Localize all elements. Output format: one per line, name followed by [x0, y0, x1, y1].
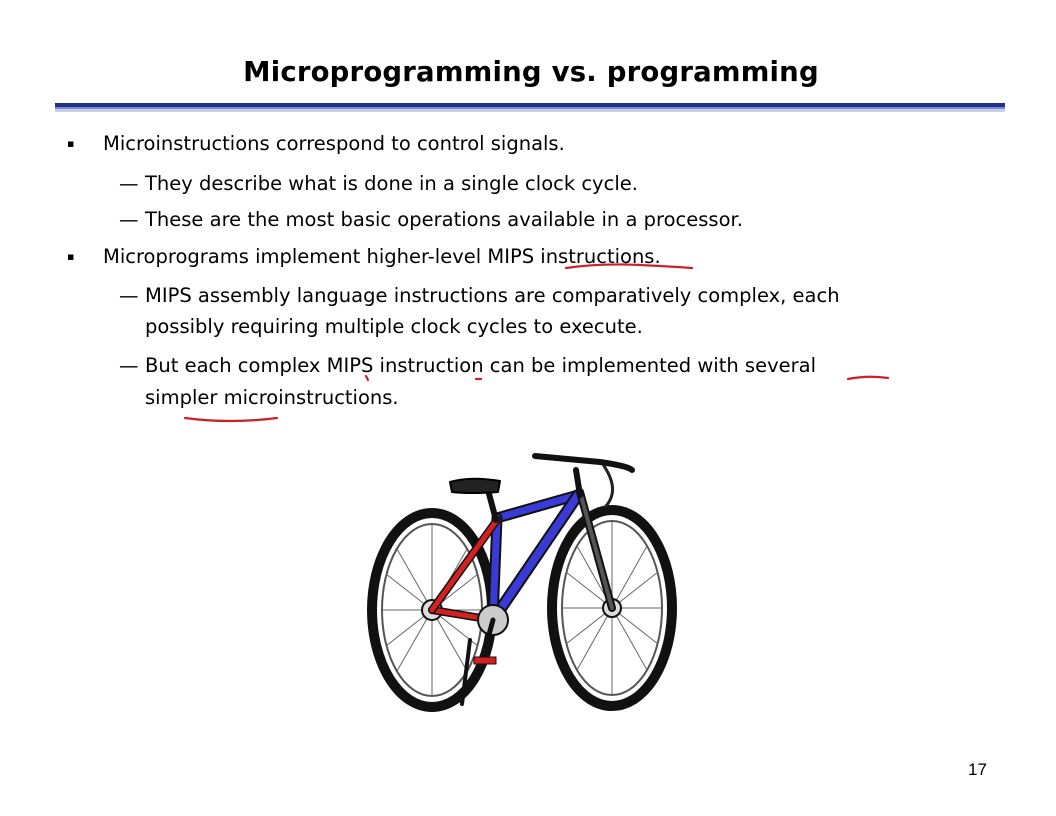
dash-marker: —	[119, 208, 139, 231]
page-number: 17	[968, 760, 987, 779]
bullet-1-sub-1: They describe what is done in a single c…	[145, 172, 638, 195]
bullet-marker: ▪	[67, 250, 75, 263]
title-underline-mid	[55, 107, 1005, 109]
dash-marker: —	[119, 284, 139, 307]
bullet-marker: ▪	[67, 137, 75, 150]
annotation-tick-left	[364, 374, 370, 382]
bullet-2-sub-2-line-1: But each complex MIPS instruction can be…	[145, 354, 817, 377]
bullet-2-sub-2-line-2: simpler microinstructions.	[145, 386, 399, 409]
bullet-2-sub-1-line-2: possibly requiring multiple clock cycles…	[145, 315, 643, 338]
dash-marker: —	[119, 354, 139, 377]
bullet-2-text: Microprograms implement higher-level MIP…	[103, 245, 661, 268]
dash-marker: —	[119, 172, 139, 195]
bullet-1-sub-2: These are the most basic operations avai…	[145, 208, 743, 231]
bullet-2-sub-1-line-1: MIPS assembly language instructions are …	[145, 284, 840, 307]
annotation-underline-with	[846, 375, 890, 381]
slide-title: Microprogramming vs. programming	[243, 56, 819, 88]
title-underline	[55, 103, 1005, 107]
title-underline-shadow	[55, 109, 1005, 112]
annotation-underline-mips-instructions	[564, 263, 694, 270]
annotation-underline-simpler	[183, 416, 279, 423]
bullet-1-text: Microinstructions correspond to control …	[103, 132, 565, 155]
